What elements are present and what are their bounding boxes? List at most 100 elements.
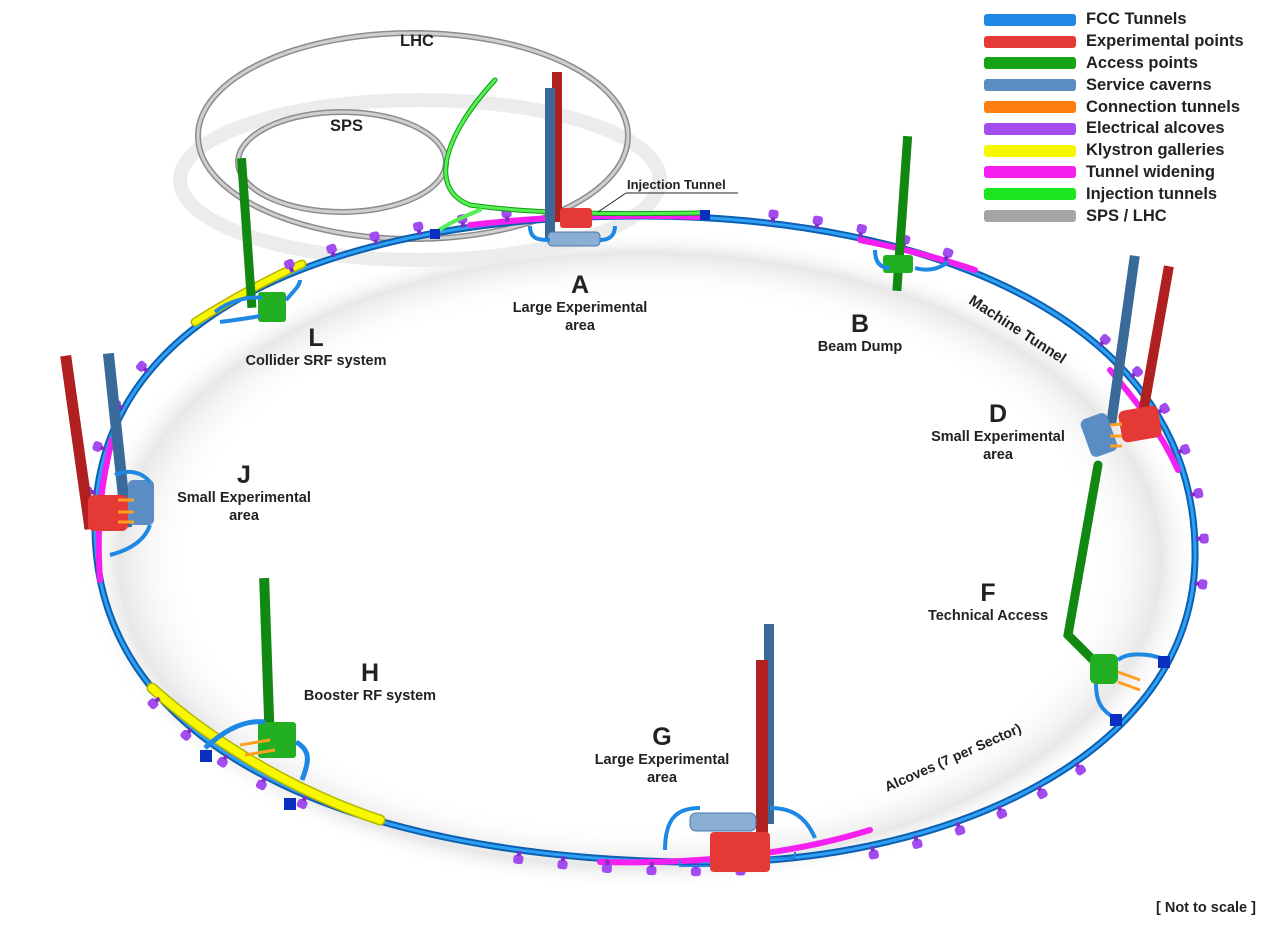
point-desc: Large Experimental xyxy=(594,752,730,768)
electrical-alcove xyxy=(92,441,107,452)
electrical-alcove xyxy=(856,223,868,238)
legend-item-access-points: Access points xyxy=(984,53,1244,75)
point-d-structure xyxy=(1080,255,1174,457)
point-desc: Technical Access xyxy=(927,608,1049,624)
electrical-alcove xyxy=(646,862,657,876)
electrical-alcove xyxy=(768,209,779,223)
point-letter: B xyxy=(850,310,870,338)
electrical-alcove xyxy=(1194,579,1208,590)
widening-b xyxy=(857,237,978,273)
legend-item-sps-lhc: SPS / LHC xyxy=(984,205,1244,227)
legend-item-experimental-points: Experimental points xyxy=(984,31,1244,53)
legend-swatch xyxy=(984,35,1076,48)
sps-label: SPS xyxy=(330,117,364,135)
point-letter: F xyxy=(980,579,996,607)
electrical-alcove xyxy=(283,258,295,273)
legend-label: Injection tunnels xyxy=(1086,184,1218,203)
point-desc: area xyxy=(229,508,259,524)
legend-label: SPS / LHC xyxy=(1086,206,1167,225)
point-label-d: D Small Experimental area xyxy=(918,401,1078,464)
electrical-alcove xyxy=(147,696,161,710)
legend-label: Tunnel widening xyxy=(1086,162,1215,181)
electrical-alcove xyxy=(1129,366,1143,379)
point-desc: area xyxy=(565,318,595,334)
legend-item-fcc-tunnels: FCC Tunnels xyxy=(984,9,1244,31)
point-label-j: J Small Experimental area xyxy=(164,462,324,525)
electrical-alcove xyxy=(369,231,380,246)
point-label-b: B Beam Dump xyxy=(800,311,920,356)
point-letter: A xyxy=(570,271,590,299)
point-h-structure xyxy=(200,577,310,810)
legend-swatch xyxy=(984,57,1076,70)
electrical-alcove xyxy=(135,360,150,374)
point-label-g: G Large Experimental area xyxy=(582,724,742,787)
legend-item-service-caverns: Service caverns xyxy=(984,74,1244,96)
point-desc: area xyxy=(647,770,677,786)
legend-label: Electrical alcoves xyxy=(1086,119,1225,138)
point-b-structure xyxy=(873,135,950,292)
electrical-alcove xyxy=(911,835,923,849)
legend-label: Service caverns xyxy=(1086,75,1212,94)
electrical-alcove xyxy=(1074,761,1087,776)
electrical-alcove xyxy=(296,795,308,810)
electrical-alcove xyxy=(216,754,229,768)
legend-label: FCC Tunnels xyxy=(1086,10,1187,29)
electrical-alcove xyxy=(412,221,424,236)
legend-label: Connection tunnels xyxy=(1086,97,1240,116)
injection-tunnel-label: Injection Tunnel xyxy=(627,177,726,192)
legend-swatch xyxy=(984,188,1076,201)
point-l-structure xyxy=(213,157,302,324)
electrical-alcove xyxy=(1189,487,1204,499)
point-desc: Beam Dump xyxy=(817,339,903,355)
legend-item-electrical-alcoves: Electrical alcoves xyxy=(984,118,1244,140)
electrical-alcove xyxy=(557,855,568,870)
legend-item-klystron-galleries: Klystron galleries xyxy=(984,140,1244,162)
electrical-alcove xyxy=(513,850,524,865)
point-desc: Small Experimental xyxy=(177,490,311,506)
legend-swatch xyxy=(984,101,1076,114)
electrical-alcove xyxy=(1098,333,1111,348)
point-a-structure xyxy=(528,72,617,247)
electrical-alcove xyxy=(954,821,966,836)
legend-label: Experimental points xyxy=(1086,32,1244,51)
legend: FCC Tunnels Experimental points Access p… xyxy=(984,9,1244,227)
electrical-alcove xyxy=(326,243,337,258)
point-label-f: F Technical Access xyxy=(910,580,1066,625)
point-desc: Large Experimental xyxy=(512,300,648,316)
point-label-h: H Booster RF system xyxy=(290,660,450,705)
electrical-alcove xyxy=(180,727,193,741)
point-desc: Small Experimental xyxy=(931,429,1065,445)
legend-item-injection-tunnels: Injection tunnels xyxy=(984,183,1244,205)
ring-shadow xyxy=(80,230,1200,890)
not-to-scale-label: [ Not to scale ] xyxy=(1156,900,1256,916)
point-desc: Collider SRF system xyxy=(245,353,387,369)
legend-swatch xyxy=(984,210,1076,223)
legend-swatch xyxy=(984,144,1076,157)
point-g-structure xyxy=(663,624,817,872)
legend-item-connection-tunnels: Connection tunnels xyxy=(984,96,1244,118)
point-letter: G xyxy=(652,723,672,751)
ring-sector-markers xyxy=(430,210,1170,726)
electrical-alcove xyxy=(812,215,823,230)
legend-swatch xyxy=(984,166,1076,179)
legend-label: Klystron galleries xyxy=(1086,141,1225,160)
point-label-a: A Large Experimental area xyxy=(500,272,660,335)
legend-swatch xyxy=(984,13,1076,26)
point-letter: D xyxy=(988,400,1008,428)
legend-item-tunnel-widening: Tunnel widening xyxy=(984,162,1244,184)
point-letter: L xyxy=(308,324,324,352)
electrical-alcove xyxy=(868,845,880,860)
electrical-alcove xyxy=(1195,533,1209,544)
legend-swatch xyxy=(984,122,1076,135)
legend-label: Access points xyxy=(1086,53,1198,72)
electrical-alcove xyxy=(601,859,613,874)
electrical-alcove xyxy=(996,805,1008,819)
electrical-alcove xyxy=(1176,443,1191,455)
point-letter: H xyxy=(360,659,380,687)
point-j-structure xyxy=(60,352,154,557)
point-letter: J xyxy=(237,461,251,489)
point-desc: Booster RF system xyxy=(303,688,437,704)
injection-tunnel-callout xyxy=(597,192,627,213)
point-label-l: L Collider SRF system xyxy=(236,325,396,370)
